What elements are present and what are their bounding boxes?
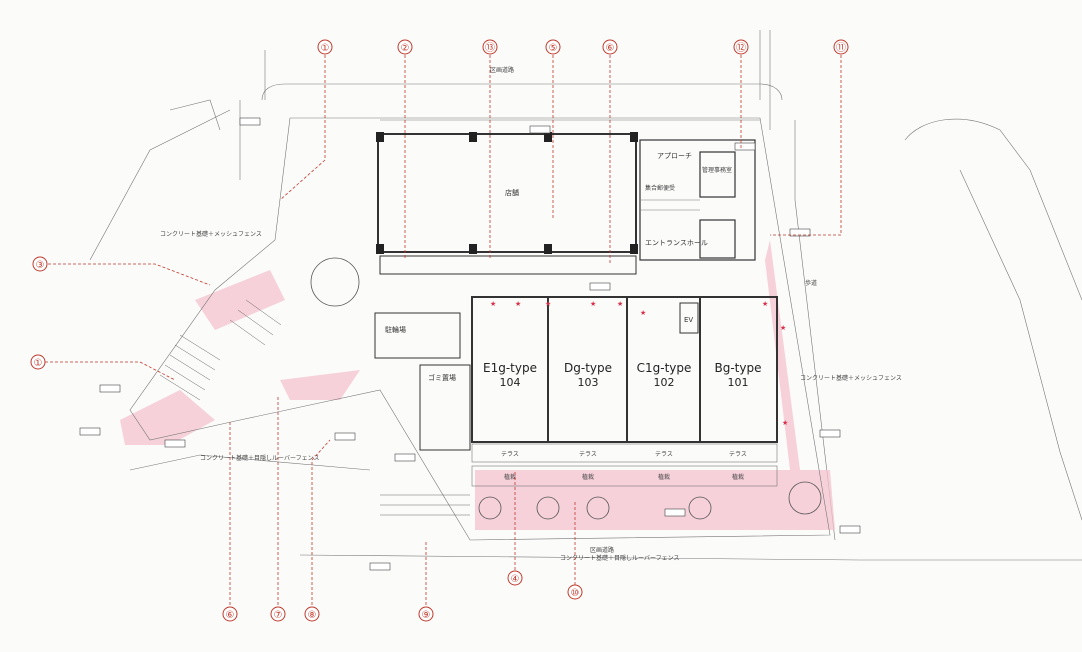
callout-number: ① [321, 43, 330, 54]
tree-icon [478, 496, 502, 520]
callout-6-top: ⑥ [602, 39, 618, 55]
callout-2: ② [397, 39, 413, 55]
trees [310, 257, 822, 520]
top-road-note: 区画道路 [490, 66, 514, 74]
fence-note: コンクリート基礎＋メッシュフェンス [160, 230, 262, 238]
planting-label-103: 植栽 [582, 473, 594, 481]
callout-13: ⑬ [482, 39, 498, 55]
unit-number: 104 [500, 376, 521, 389]
callout-number: ⑥ [226, 610, 235, 621]
entrance-label: エントランスホール [645, 239, 708, 247]
callout-1: ① [317, 39, 333, 55]
bike-parking-label: 駐輪場 [385, 325, 406, 334]
road-outline [89, 30, 1082, 561]
callout-number: ⑦ [274, 610, 283, 621]
lighting-marks: ★ ★ ★ ★ ★ ★ ★ ★ ★ [490, 300, 788, 427]
annotation-tags [79, 117, 861, 571]
callout-3: ③ [32, 256, 48, 272]
ev-label: EV [684, 316, 693, 324]
callout-number: ⑪ [836, 42, 846, 54]
callout-number: ⑬ [485, 42, 495, 54]
callout-7: ⑦ [270, 606, 286, 622]
bike-racks [159, 299, 470, 516]
tree-icon [688, 496, 712, 520]
bottom-road-note: 区画道路 [590, 546, 614, 554]
unit-type: C1g-type [637, 361, 692, 375]
callout-10: ⑩ [567, 584, 583, 600]
callout-6: ⑥ [222, 606, 238, 622]
callout-12: ⑫ [733, 39, 749, 55]
callout-number: ⑤ [549, 43, 558, 54]
callout-number: ⑨ [422, 610, 431, 621]
star-icon: ★ [490, 300, 496, 308]
unit-number: 103 [578, 376, 599, 389]
callout-number: ③ [36, 260, 45, 271]
mailbox-label: 集合郵便受 [645, 184, 675, 192]
unit-type: Bg-type [715, 361, 762, 375]
management-label: 管理事務室 [702, 166, 732, 174]
callout-9: ⑨ [418, 606, 434, 622]
planting-label-101: 植栽 [732, 473, 744, 481]
main-building [374, 119, 778, 487]
callout-1-left: ① [30, 354, 46, 370]
terrace-label-104: テラス [501, 451, 519, 458]
east-road-note: 歩道 [805, 279, 817, 287]
tree-icon [788, 481, 822, 515]
star-icon: ★ [780, 324, 786, 332]
terrace-label-101: テラス [729, 451, 747, 458]
star-icon: ★ [617, 300, 623, 308]
terrace-label-103: テラス [579, 451, 597, 458]
callout-number: ⑩ [571, 588, 580, 599]
site-boundary [129, 117, 831, 541]
unit-102: C1g-type 102 [637, 361, 692, 389]
star-icon: ★ [545, 300, 551, 308]
unit-type: Dg-type [564, 361, 612, 375]
star-icon: ★ [640, 309, 646, 317]
unit-103: Dg-type 103 [564, 361, 612, 389]
planting-zones [120, 240, 835, 530]
callout-number: ⑫ [736, 42, 746, 54]
terrace-label-102: テラス [655, 451, 673, 458]
callout-number: ① [34, 358, 43, 369]
callout-4: ④ [507, 570, 523, 586]
callout-number: ⑥ [606, 43, 615, 54]
callout-11: ⑪ [833, 39, 849, 55]
louver-note-south: コンクリート基礎＋目隠しルーバーフェンス [560, 554, 679, 562]
tree-icon [586, 496, 610, 520]
star-icon: ★ [762, 300, 768, 308]
shop-label: 店舗 [505, 188, 519, 197]
callout-leaders [40, 55, 842, 605]
star-icon: ★ [590, 300, 596, 308]
unit-number: 102 [654, 376, 675, 389]
unit-number: 101 [728, 376, 749, 389]
callout-number: ② [401, 43, 410, 54]
garbage-label: ゴミ置場 [428, 373, 456, 382]
planting-label-104: 植栽 [504, 473, 516, 481]
callout-5: ⑤ [545, 39, 561, 55]
approach-label: アプローチ [657, 152, 692, 160]
planting-label-102: 植栽 [658, 473, 670, 481]
unit-type: E1g-type [483, 361, 537, 375]
fence-note-east: コンクリート基礎＋メッシュフェンス [800, 374, 902, 382]
callout-number: ⑧ [308, 610, 317, 621]
tree-icon [310, 257, 360, 307]
tree-icon [536, 496, 560, 520]
unit-101: Bg-type 101 [715, 361, 762, 389]
star-icon: ★ [515, 300, 521, 308]
unit-104: E1g-type 104 [483, 361, 537, 389]
callout-8: ⑧ [304, 606, 320, 622]
star-icon: ★ [782, 419, 788, 427]
louver-note: コンクリート基礎＋目隠しルーバーフェンス [200, 454, 319, 462]
callout-number: ④ [511, 574, 520, 585]
